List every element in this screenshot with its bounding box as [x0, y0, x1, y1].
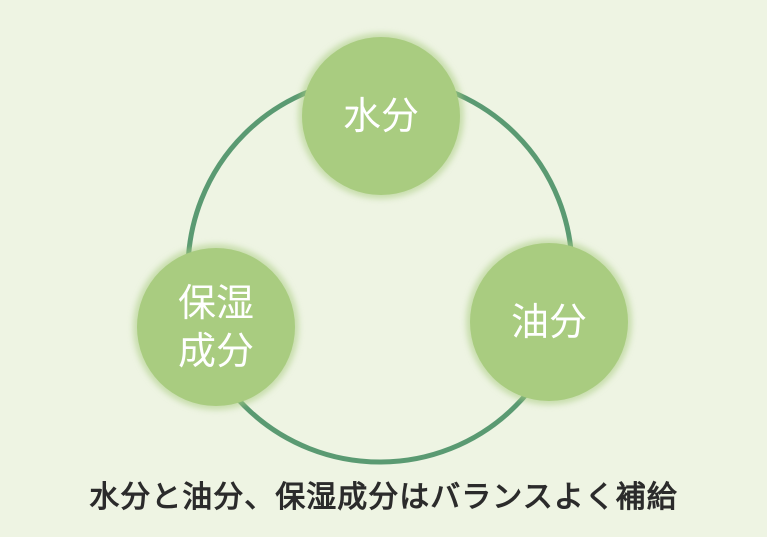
- diagram-caption: 水分と油分、保湿成分はバランスよく補給: [89, 480, 678, 515]
- node-moisturizing-label-line2: 成分: [177, 329, 254, 373]
- node-water: 水分: [302, 37, 460, 195]
- node-moisturizing-ingredient: 保湿 成分: [137, 248, 295, 406]
- node-moisturizing-label-line1: 保湿: [177, 281, 254, 325]
- node-oil: 油分: [470, 243, 628, 401]
- node-water-label: 水分: [342, 94, 419, 138]
- node-oil-label: 油分: [510, 300, 587, 344]
